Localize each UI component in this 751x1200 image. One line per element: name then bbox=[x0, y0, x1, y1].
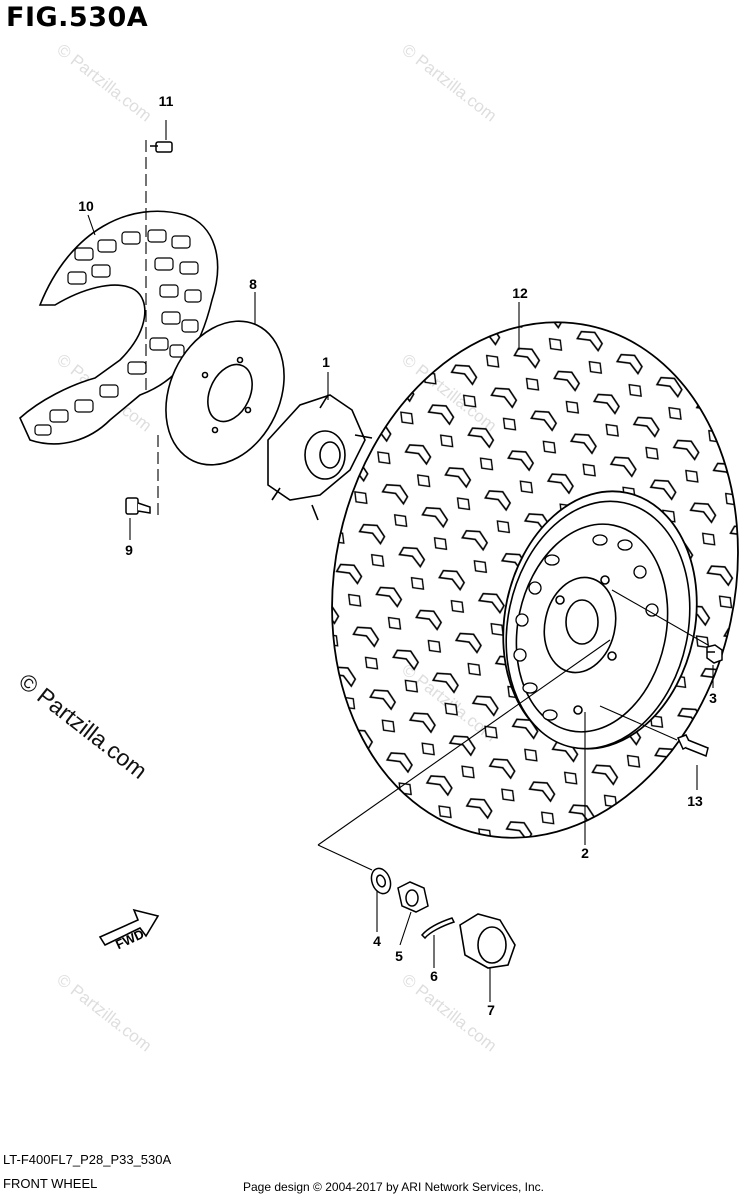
footer-copyright: Page design © 2004-2017 by ARI Network S… bbox=[243, 1180, 545, 1194]
callout-8: 8 bbox=[249, 276, 257, 292]
hub-cap-part-7 bbox=[459, 913, 516, 969]
callout-2: 2 bbox=[581, 845, 589, 861]
wheel-hub-part bbox=[267, 394, 373, 521]
bolt-part-11 bbox=[150, 141, 173, 153]
nut-part-3 bbox=[706, 644, 723, 664]
castle-nut-part-5 bbox=[397, 881, 429, 913]
callout-11: 11 bbox=[158, 93, 174, 109]
callout-3: 3 bbox=[709, 690, 717, 706]
cotter-pin-part-6 bbox=[420, 917, 456, 940]
callout-6: 6 bbox=[430, 968, 438, 984]
leader-lines bbox=[87, 120, 714, 1002]
footer-section-name: FRONT WHEEL bbox=[3, 1176, 98, 1191]
fwd-arrow: FWD bbox=[98, 908, 160, 952]
callout-13: 13 bbox=[687, 793, 703, 809]
brake-disc-part bbox=[165, 320, 285, 466]
figure-title: FIG.530A bbox=[6, 2, 149, 33]
callout-10: 10 bbox=[78, 198, 94, 214]
callout-4: 4 bbox=[373, 933, 381, 949]
washer-part-4 bbox=[370, 867, 392, 895]
callout-9: 9 bbox=[125, 542, 133, 558]
footer-model-code: LT-F400FL7_P28_P33_530A bbox=[3, 1152, 172, 1167]
brake-guard-part bbox=[19, 210, 219, 445]
bolt-part-9 bbox=[125, 497, 151, 515]
wheel-rim-part bbox=[505, 500, 691, 750]
callout-5: 5 bbox=[395, 948, 403, 964]
valve-part-13 bbox=[676, 734, 709, 758]
callout-7: 7 bbox=[487, 1002, 495, 1018]
callout-1: 1 bbox=[322, 354, 330, 370]
callout-12: 12 bbox=[512, 285, 528, 301]
